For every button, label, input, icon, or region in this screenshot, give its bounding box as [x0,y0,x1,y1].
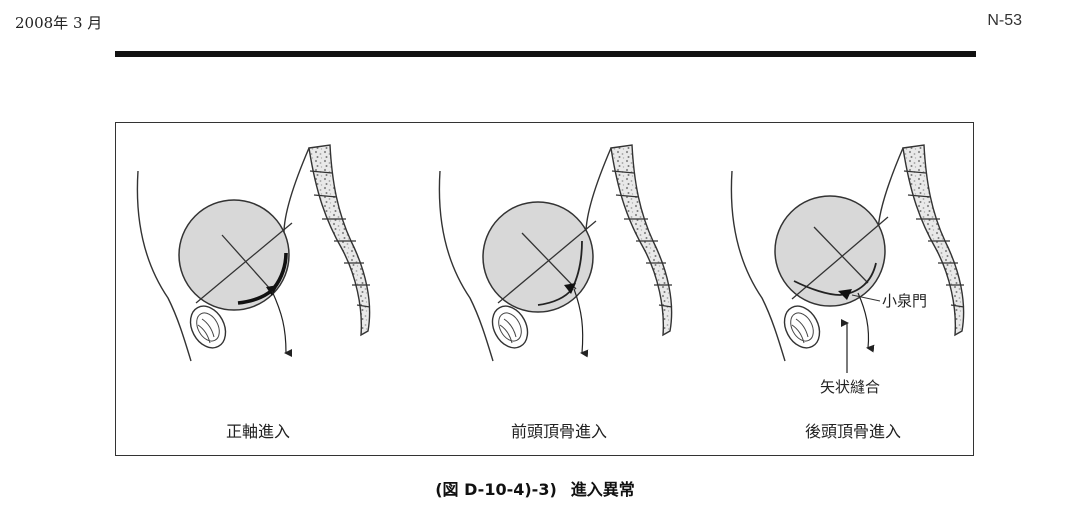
figure-caption-number: (図 D-10-4)-3) [435,480,557,499]
fetal-head [178,199,290,311]
figure-caption: (図 D-10-4)-3) 進入異常 [435,476,635,500]
header-date: 2008年 3 月 [15,14,103,32]
panel-2-diagram [438,144,673,362]
panel-3-diagram [730,144,965,373]
sagittal-suture-label: 矢状縫合 [820,378,881,396]
header-rule [115,51,976,57]
figure-frame [115,122,974,456]
figure-caption-title: 進入異常 [570,480,635,499]
panel-2-label: 前頭頂骨進入 [510,422,608,441]
fetal-head [482,201,594,313]
fetal-head [774,195,886,307]
panel-1-diagram [136,144,371,362]
panel-1-label: 正軸進入 [225,422,291,441]
small-fontanelle-label: 小泉門 [882,292,928,310]
figure-illustration [136,144,965,373]
panel-3-label: 後頭頂骨進入 [804,422,902,441]
header-page-number: N-53 [987,12,1022,29]
